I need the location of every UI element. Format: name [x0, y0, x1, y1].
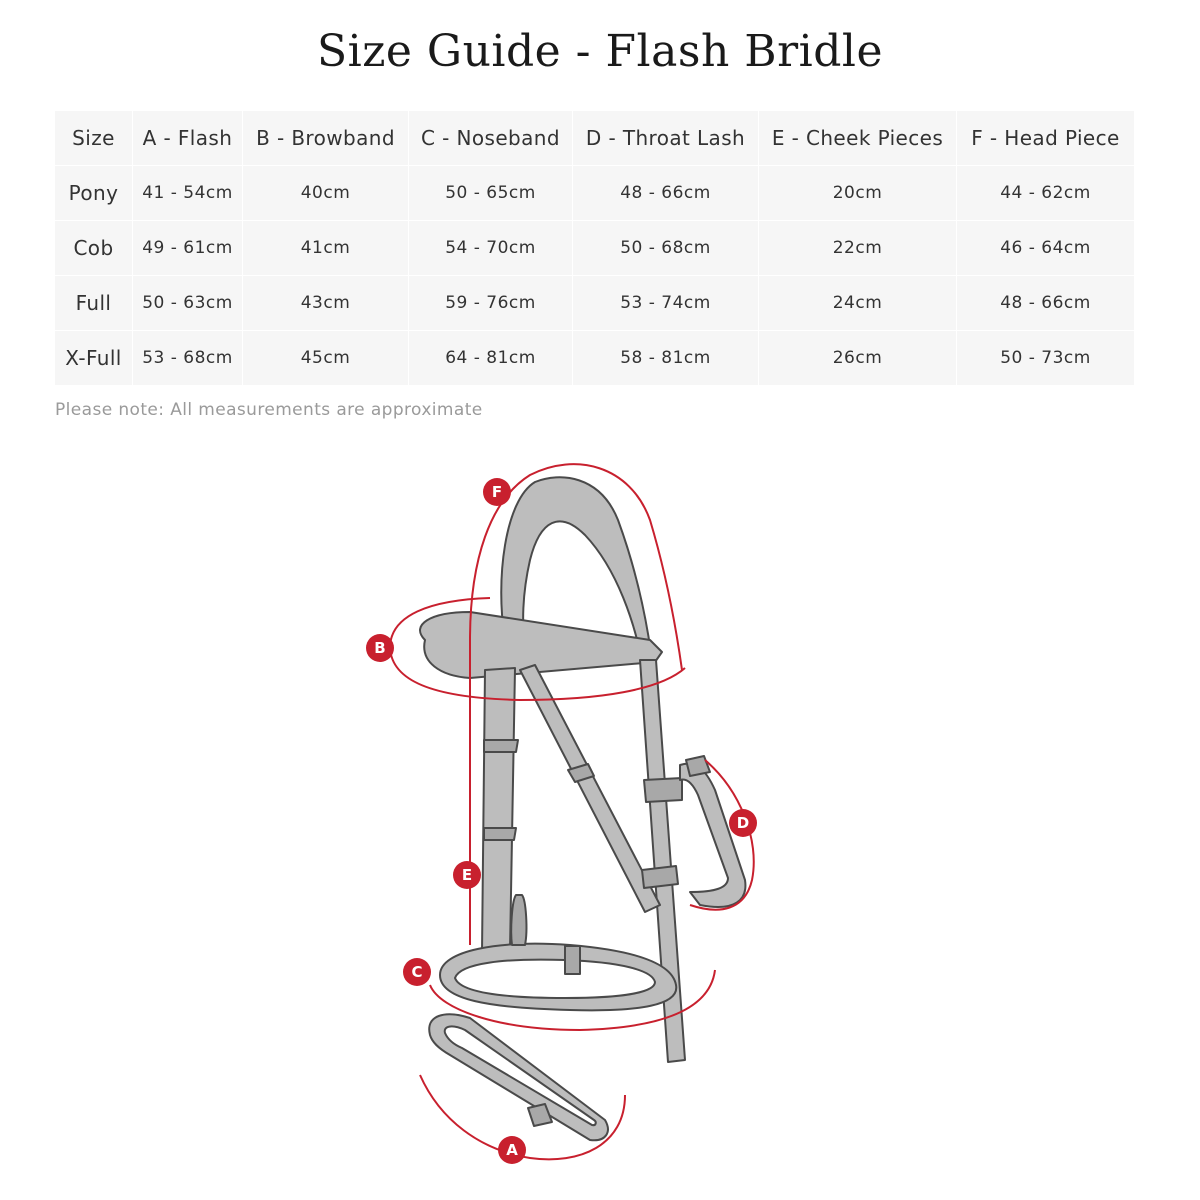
table-cell: 24cm	[758, 275, 957, 331]
throat-strap	[519, 664, 661, 913]
table-cell: 50 - 65cm	[408, 165, 573, 221]
svg-text:B: B	[374, 639, 385, 657]
table-cell: 41cm	[242, 220, 409, 276]
svg-text:E: E	[462, 866, 472, 884]
table-cell: 59 - 76cm	[408, 275, 573, 331]
table-header-row: Size A - Flash B - Browband C - Noseband…	[54, 110, 1135, 166]
table-cell: 50 - 68cm	[572, 220, 759, 276]
table-row: Cob 49 - 61cm 41cm 54 - 70cm 50 - 68cm 2…	[54, 220, 1135, 276]
marker-f: F	[483, 478, 511, 506]
guide-a	[419, 1074, 626, 1161]
svg-text:D: D	[737, 814, 749, 832]
table-cell: 48 - 66cm	[956, 275, 1135, 331]
bridle-illustration	[419, 476, 747, 1142]
table-cell: 49 - 61cm	[132, 220, 243, 276]
table-row: Pony 41 - 54cm 40cm 50 - 65cm 48 - 66cm …	[54, 165, 1135, 221]
guide-f	[469, 463, 683, 945]
marker-d: D	[729, 809, 757, 837]
guide-b	[388, 597, 686, 702]
header-noseband: C - Noseband	[408, 110, 573, 166]
marker-c: C	[403, 958, 431, 986]
header-browband: B - Browband	[242, 110, 409, 166]
table-cell: 54 - 70cm	[408, 220, 573, 276]
header-throat-lash: D - Throat Lash	[572, 110, 759, 166]
table-cell: 40cm	[242, 165, 409, 221]
size-table: Size A - Flash B - Browband C - Noseband…	[54, 110, 1135, 386]
measurement-note: Please note: All measurements are approx…	[55, 400, 483, 420]
table-cell: 44 - 62cm	[956, 165, 1135, 221]
row-label: X-Full	[54, 330, 133, 386]
table-cell: 50 - 73cm	[956, 330, 1135, 386]
svg-text:A: A	[506, 1141, 518, 1159]
right-cheek-piece	[639, 659, 686, 1063]
table-row: Full 50 - 63cm 43cm 59 - 76cm 53 - 74cm …	[54, 275, 1135, 331]
page-title: Size Guide - Flash Bridle	[317, 26, 883, 77]
table-cell: 22cm	[758, 220, 957, 276]
table-row: X-Full 53 - 68cm 45cm 64 - 81cm 58 - 81c…	[54, 330, 1135, 386]
row-label: Pony	[54, 165, 133, 221]
browband	[419, 611, 663, 679]
bridle-diagram: F B D E C A	[366, 463, 757, 1164]
marker-a: A	[498, 1136, 526, 1164]
table-cell: 45cm	[242, 330, 409, 386]
table-cell: 46 - 64cm	[956, 220, 1135, 276]
table-cell: 41 - 54cm	[132, 165, 243, 221]
table-cell: 53 - 68cm	[132, 330, 243, 386]
table-cell: 64 - 81cm	[408, 330, 573, 386]
throat-lash	[679, 762, 747, 908]
header-size: Size	[54, 110, 133, 166]
table-cell: 48 - 66cm	[572, 165, 759, 221]
marker-b: B	[366, 634, 394, 662]
table-cell: 58 - 81cm	[572, 330, 759, 386]
svg-text:F: F	[492, 483, 502, 501]
left-cheek-piece	[481, 667, 516, 953]
table-cell: 53 - 74cm	[572, 275, 759, 331]
row-label: Cob	[54, 220, 133, 276]
table-cell: 26cm	[758, 330, 957, 386]
table-cell: 43cm	[242, 275, 409, 331]
guide-d	[689, 759, 755, 911]
header-flash: A - Flash	[132, 110, 243, 166]
flash-strap	[428, 1013, 609, 1142]
header-cheek-pieces: E - Cheek Pieces	[758, 110, 957, 166]
row-label: Full	[54, 275, 133, 331]
table-cell: 20cm	[758, 165, 957, 221]
measurement-guides	[388, 463, 755, 1161]
guide-c	[429, 969, 716, 1032]
header-head-piece: F - Head Piece	[956, 110, 1135, 166]
marker-e: E	[453, 861, 481, 889]
noseband	[439, 942, 678, 1012]
svg-text:C: C	[411, 963, 422, 981]
table-cell: 50 - 63cm	[132, 275, 243, 331]
